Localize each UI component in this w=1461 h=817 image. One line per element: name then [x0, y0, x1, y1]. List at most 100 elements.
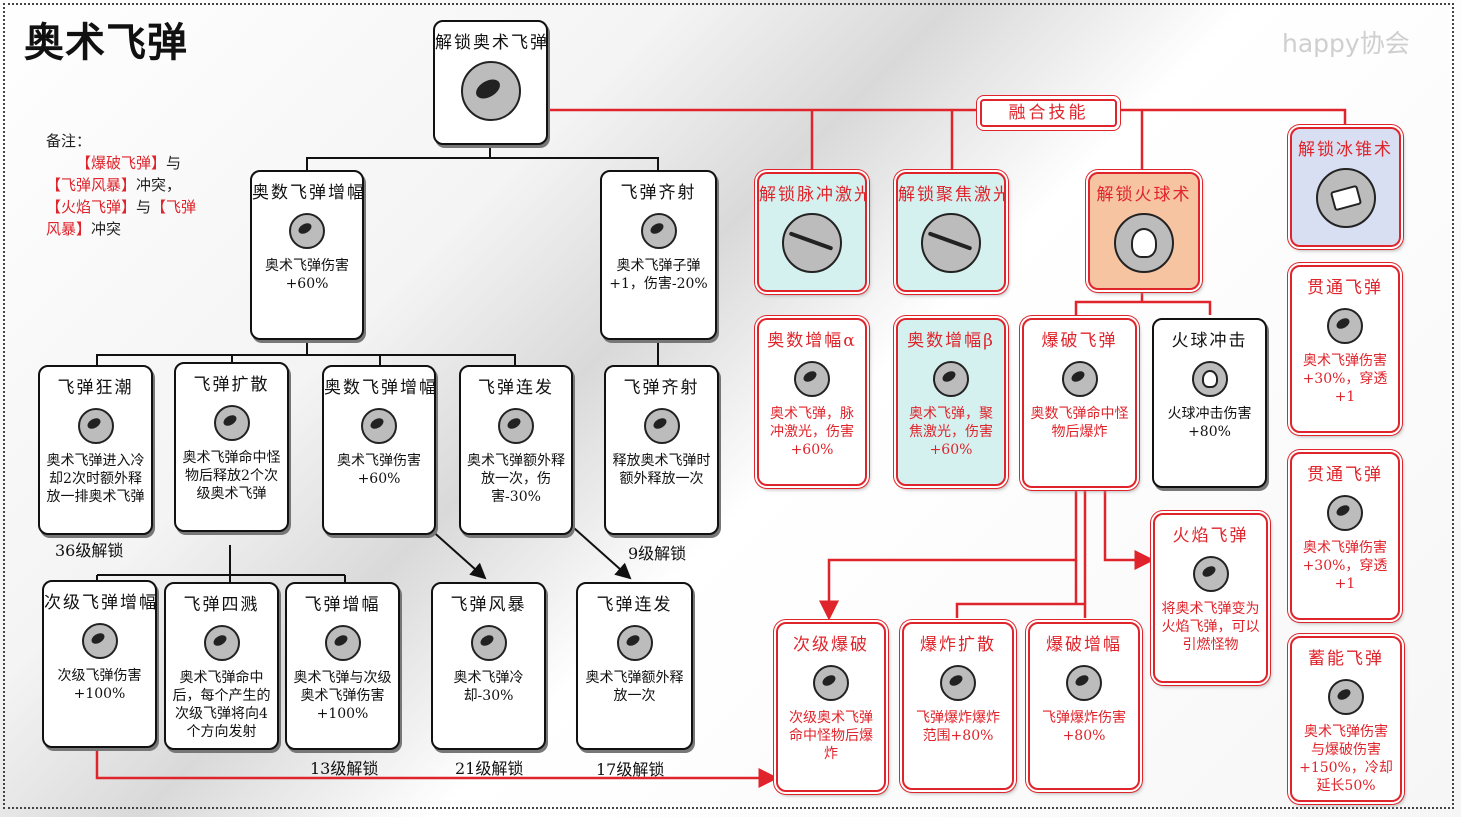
skill-desc: 奥术飞弹与次级奥术飞弹伤害+100% — [293, 670, 392, 722]
skill-card-amp2[interactable]: 奥数飞弹增幅 奥术飞弹伤害+60% — [322, 365, 436, 535]
skill-card-chain2[interactable]: 飞弹连发 奥术飞弹额外释放一次 — [576, 582, 693, 750]
skill-title: 飞弹增幅 — [304, 595, 381, 615]
skill-desc: 奥术飞弹伤害+60% — [337, 453, 421, 487]
note-text: 【飞弹风暴】 — [46, 176, 137, 194]
skill-card-alpha[interactable]: 奥数增幅α 奥术飞弹，脉冲激光，伤害+60% — [755, 316, 869, 488]
skill-card-amp[interactable]: 奥数飞弹增幅 奥术飞弹伤害+60% — [250, 170, 364, 340]
arcane-missile-icon — [213, 405, 250, 441]
arcane-missile-icon — [498, 408, 534, 444]
arcane-missile-icon — [460, 61, 521, 121]
ice-cone-icon — [1315, 168, 1376, 228]
pulse-laser-icon — [782, 213, 842, 273]
skill-card-tide[interactable]: 飞弹狂潮 奥术飞弹进入冷却2次时额外释放一排奥术飞弹 — [38, 365, 153, 535]
skill-card-chain[interactable]: 飞弹连发 奥术飞弹额外释放一次，伤害-30% — [459, 365, 573, 535]
skill-title: 飞弹扩散 — [193, 375, 270, 395]
skill-title: 解锁奥术飞弹 — [435, 33, 548, 53]
skill-card-mamp[interactable]: 飞弹增幅 奥术飞弹与次级奥术飞弹伤害+100% — [285, 582, 400, 750]
skill-card-volley[interactable]: 飞弹齐射 奥术飞弹子弹+1，伤害-20% — [600, 170, 717, 340]
skill-card-flame[interactable]: 火焰飞弹 将奥术飞弹变为火焰飞弹，可以引燃怪物 — [1151, 511, 1270, 685]
skill-title: 解锁冰锥术 — [1298, 140, 1393, 160]
skill-desc: 奥术飞弹额外释放一次，伤害-30% — [467, 453, 565, 505]
arcane-missile-icon — [470, 625, 507, 661]
skill-title: 爆炸扩散 — [920, 635, 996, 655]
skill-desc: 奥术飞弹子弹+1，伤害-20% — [609, 258, 708, 292]
skill-title: 奥数飞弹增幅 — [324, 378, 436, 398]
skill-title: 飞弹四溅 — [183, 595, 260, 615]
arcane-missile-icon — [77, 408, 114, 444]
arcane-missile-icon — [1327, 308, 1363, 344]
skill-card-focus[interactable]: 解锁聚焦激光 — [894, 170, 1008, 294]
skill-desc: 奥术飞弹额外释放一次 — [585, 670, 684, 704]
arcane-missile-icon — [616, 625, 653, 661]
skill-title: 贯通飞弹 — [1307, 278, 1383, 298]
fireball-icon — [1114, 213, 1174, 273]
focus-laser-icon — [921, 213, 981, 273]
skill-title: 奥数增幅α — [767, 331, 857, 351]
skill-desc: 奥数飞弹命中怪物后爆炸 — [1030, 406, 1129, 440]
skill-card-beta[interactable]: 奥数增幅β 奥术飞弹，聚焦激光，伤害+60% — [894, 316, 1008, 488]
skill-card-pierce2[interactable]: 贯通飞弹 奥术飞弹伤害+30%，穿透+1 — [1288, 450, 1402, 622]
skill-card-icecone[interactable]: 解锁冰锥术 — [1288, 125, 1403, 249]
skill-title: 火焰飞弹 — [1172, 526, 1249, 546]
note-text: 与 — [136, 198, 152, 216]
arcane-missile-icon — [643, 408, 680, 444]
skill-desc: 奥术飞弹，聚焦激光，伤害+60% — [909, 406, 993, 458]
skill-card-pierce1[interactable]: 贯通飞弹 奥术飞弹伤害+30%，穿透+1 — [1288, 263, 1402, 435]
skill-card-storm[interactable]: 飞弹风暴 奥术飞弹冷却-30% — [431, 582, 546, 750]
arcane-missile-icon — [289, 213, 325, 249]
skill-desc: 奥术飞弹伤害+60% — [265, 258, 349, 292]
skill-desc: 奥术飞弹，脉冲激光，伤害+60% — [770, 406, 854, 458]
skill-card-blastspread[interactable]: 爆炸扩散 飞弹爆炸爆炸范围+80% — [900, 620, 1016, 792]
skill-desc: 飞弹爆炸伤害+80% — [1042, 710, 1126, 744]
note-text: 【飞弹 — [151, 198, 197, 216]
skill-card-fireball[interactable]: 解锁火球术 — [1086, 170, 1202, 292]
skill-card-fbimpact[interactable]: 火球冲击 火球冲击伤害+80% — [1152, 318, 1267, 488]
fusion-skills-label: 融合技能 — [980, 99, 1117, 127]
note-text: 冲突 — [91, 220, 122, 238]
skill-title: 奥数增幅β — [907, 331, 995, 351]
note-label: 备注： — [46, 132, 92, 150]
skill-title: 飞弹连发 — [478, 378, 554, 398]
skill-card-root[interactable]: 解锁奥术飞弹 — [433, 20, 548, 145]
skill-desc: 奥术飞弹伤害+30%，穿透+1 — [1302, 353, 1388, 405]
skill-card-spread[interactable]: 飞弹扩散 奥术飞弹命中怪物后释放2个次级奥术飞弹 — [174, 362, 289, 532]
arcane-missile-icon — [813, 665, 849, 701]
skill-title: 爆破飞弹 — [1041, 331, 1118, 351]
skill-card-charge[interactable]: 蓄能飞弹 奥术飞弹伤害与爆破伤害+150%，冷却延长50% — [1288, 634, 1404, 804]
skill-card-subburst[interactable]: 次级爆破 次级奥术飞弹命中怪物后爆炸 — [774, 620, 888, 794]
skill-desc: 释放奥术飞弹时额外释放一次 — [612, 453, 711, 487]
arcane-missile-icon — [324, 625, 361, 661]
unlock-level: 9级解锁 — [628, 544, 687, 563]
arcane-missile-icon — [1066, 665, 1102, 701]
skill-desc: 次级奥术飞弹命中怪物后爆炸 — [789, 710, 873, 762]
skill-card-burstamp[interactable]: 爆破增幅 飞弹爆炸伤害+80% — [1026, 620, 1142, 792]
skill-desc: 奥术飞弹伤害+30%，穿透+1 — [1302, 540, 1388, 592]
skill-card-burst[interactable]: 爆破飞弹 奥数飞弹命中怪物后爆炸 — [1020, 316, 1139, 490]
skill-title: 解锁脉冲激光 — [759, 185, 867, 205]
skill-title: 贯通飞弹 — [1307, 465, 1383, 485]
watermark: happy协会 — [1282, 29, 1410, 58]
page-title: 奥术飞弹 — [24, 20, 188, 66]
skill-title: 爆破增幅 — [1046, 635, 1122, 655]
fireball-icon — [1191, 361, 1228, 397]
skill-title: 飞弹齐射 — [623, 378, 700, 398]
skill-card-volley2[interactable]: 飞弹齐射 释放奥术飞弹时额外释放一次 — [604, 365, 719, 535]
skill-title: 飞弹狂潮 — [57, 378, 134, 398]
skill-card-pulse[interactable]: 解锁脉冲激光 — [755, 170, 869, 294]
skill-desc: 奥术飞弹命中后，每个产生的次级飞弹将向4个方向发射 — [172, 670, 271, 740]
skill-desc: 火球冲击伤害+80% — [1167, 406, 1252, 440]
arcane-missile-icon — [1192, 556, 1229, 592]
skill-desc: 奥术飞弹进入冷却2次时额外释放一排奥术飞弹 — [46, 453, 145, 505]
skill-title: 飞弹齐射 — [620, 183, 697, 203]
arcane-missile-icon — [361, 408, 397, 444]
arcane-missile-icon — [1328, 679, 1364, 715]
skill-card-four[interactable]: 飞弹四溅 奥术飞弹命中后，每个产生的次级飞弹将向4个方向发射 — [164, 582, 279, 750]
unlock-level: 36级解锁 — [55, 541, 124, 560]
unlock-level: 21级解锁 — [455, 759, 524, 778]
arcane-missile-icon — [933, 361, 969, 397]
skill-title: 次级飞弹增幅 — [44, 593, 157, 613]
arcane-missile-icon — [1061, 361, 1098, 397]
skill-title: 次级爆破 — [793, 635, 869, 655]
skill-title: 蓄能飞弹 — [1308, 649, 1384, 669]
skill-card-subamp[interactable]: 次级飞弹增幅 次级飞弹伤害+100% — [42, 580, 157, 748]
